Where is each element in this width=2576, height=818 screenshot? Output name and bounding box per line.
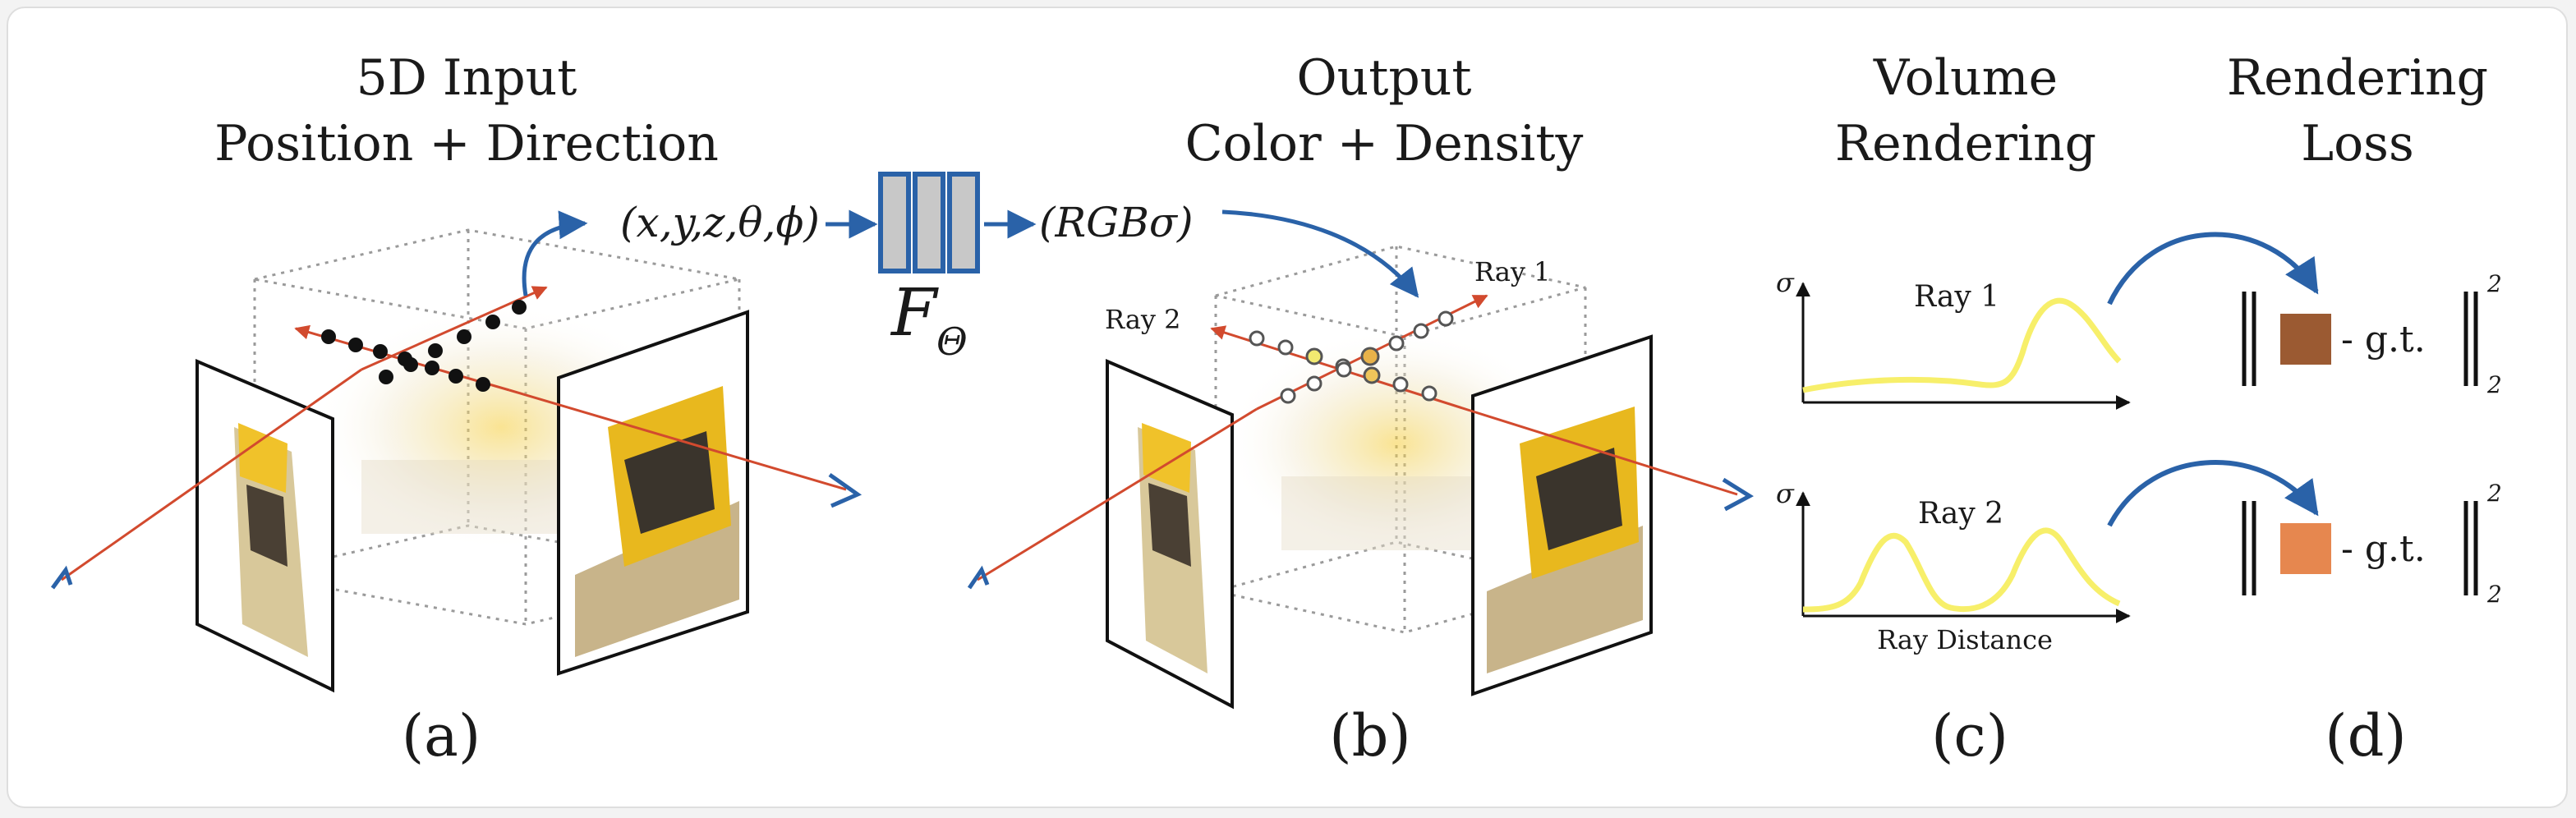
arrow-output-to-scene bbox=[1221, 209, 1419, 298]
plot-1-sigma-label: σ bbox=[1776, 267, 1795, 298]
plot-1-title: Ray 1 bbox=[1914, 280, 1999, 314]
plot-1-density-curve bbox=[1802, 297, 2122, 393]
panel-d-title-line1: Rendering bbox=[2227, 49, 2488, 107]
image-plane-right-b bbox=[1471, 334, 1653, 696]
network-layer-3 bbox=[947, 172, 980, 273]
image-plane-right-a bbox=[557, 310, 749, 676]
sample-points-a bbox=[321, 300, 527, 392]
network-function-symbol: F bbox=[890, 274, 939, 351]
plot-ray-2: σ Ray 2 Ray Distance bbox=[1776, 478, 2131, 655]
sample-points-b bbox=[1249, 310, 1454, 404]
plot-ray-1: σ Ray 1 bbox=[1776, 267, 2131, 410]
panel-b-title-line1: Output bbox=[1296, 49, 1471, 107]
scene-floor-b bbox=[1281, 476, 1503, 550]
panel-c-title-line2: Rendering bbox=[1835, 115, 2096, 172]
arrow-to-input-label bbox=[522, 210, 588, 296]
loss-1-subscript: 2 bbox=[2486, 371, 2502, 398]
ray-1-label: Ray 1 bbox=[1474, 256, 1551, 287]
loss-2-gt-label: - g.t. bbox=[2341, 528, 2426, 570]
panel-a-caption: (a) bbox=[402, 702, 481, 770]
input-label: (x,y,z,θ,ϕ) bbox=[620, 199, 820, 246]
arrow-to-loss-1 bbox=[2107, 232, 2319, 306]
output-label: (RGBσ) bbox=[1039, 199, 1193, 246]
rendering-loss: - g.t. 2 2 - g.t. 2 2 bbox=[2107, 232, 2502, 608]
camera-ray-left-a bbox=[61, 368, 362, 581]
loss-expression-1: - g.t. 2 2 bbox=[2242, 270, 2502, 398]
plot-2-density-curve bbox=[1802, 527, 2121, 613]
predicted-color-swatch-1 bbox=[2280, 314, 2331, 365]
camera-ray-right-b bbox=[1470, 409, 1738, 496]
arrow-to-loss-2 bbox=[2107, 460, 2319, 527]
panel-a-title-line2: Position + Direction bbox=[214, 115, 719, 172]
camera-icon-right-a bbox=[828, 472, 862, 508]
network-layer-2 bbox=[913, 172, 945, 273]
panel-c-caption: (c) bbox=[1931, 702, 2008, 770]
panel-d-title-line2: Loss bbox=[2301, 115, 2414, 172]
network-function-subscript: Θ bbox=[936, 319, 968, 364]
network-layer-1 bbox=[878, 172, 911, 273]
panel-a-scene bbox=[50, 210, 862, 693]
camera-icon-left-a bbox=[50, 565, 73, 590]
mlp-network bbox=[878, 172, 980, 273]
loss-expression-2: - g.t. 2 2 bbox=[2242, 480, 2502, 608]
loss-2-exponent: 2 bbox=[2486, 480, 2502, 507]
image-plane-left-b bbox=[1106, 358, 1234, 710]
panel-c-title-line1: Volume bbox=[1873, 49, 2058, 107]
camera-icon-left-b bbox=[967, 565, 990, 590]
volume-rendering-plots: σ Ray 1 σ Ray 2 Ray Distance bbox=[1776, 267, 2131, 655]
loss-1-exponent: 2 bbox=[2486, 270, 2502, 297]
plot-2-sigma-label: σ bbox=[1776, 478, 1795, 509]
image-plane-left-a bbox=[196, 358, 334, 693]
ray-2-label: Ray 2 bbox=[1105, 304, 1181, 335]
panel-b-scene: Ray 1 Ray 2 bbox=[967, 209, 1754, 710]
loss-2-subscript: 2 bbox=[2486, 581, 2502, 608]
plot-2-title: Ray 2 bbox=[1918, 497, 2003, 531]
camera-icon-right-b bbox=[1722, 477, 1754, 512]
panel-a-title-line1: 5D Input bbox=[356, 49, 577, 107]
loss-1-gt-label: - g.t. bbox=[2341, 319, 2426, 361]
panel-b-caption: (b) bbox=[1329, 702, 1410, 770]
camera-ray-right-a bbox=[508, 388, 847, 491]
panel-d-caption: (d) bbox=[2325, 702, 2406, 770]
camera-ray-left-b bbox=[977, 407, 1258, 581]
predicted-color-swatch-2 bbox=[2280, 523, 2331, 574]
panel-b-title-line2: Color + Density bbox=[1185, 115, 1584, 172]
plot-2-xlabel: Ray Distance bbox=[1877, 624, 2053, 655]
